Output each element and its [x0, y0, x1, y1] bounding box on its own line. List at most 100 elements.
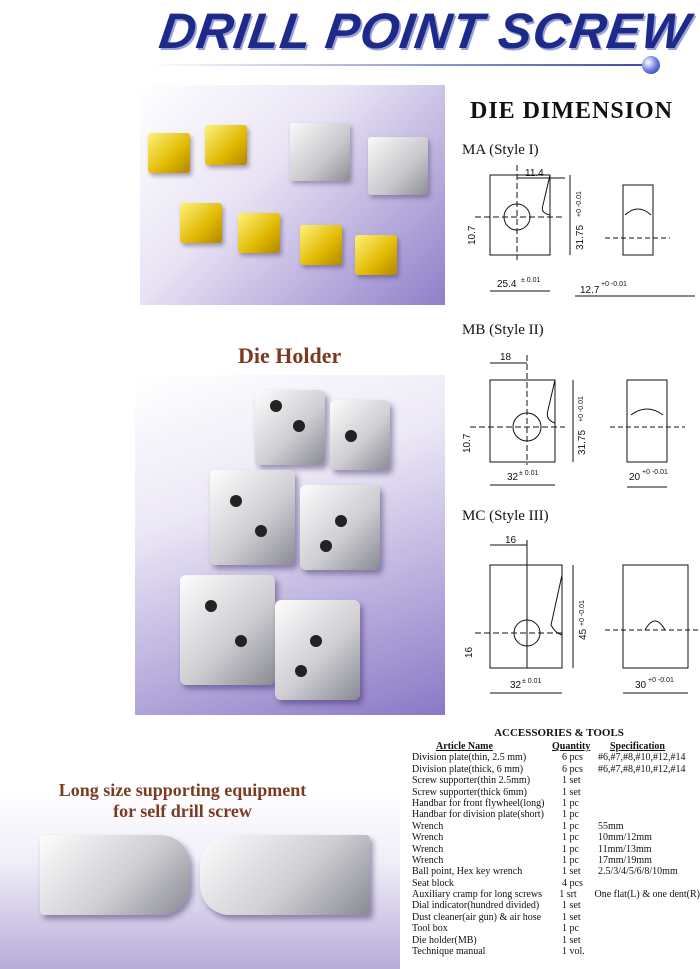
article-name: Division plate(thick, 6 mm) — [412, 763, 524, 775]
table-row: Handbar for division plate(short) 1 pc — [412, 809, 700, 820]
ma-thickness-dim: 12.7 — [580, 285, 600, 296]
article-name: Wrench — [412, 854, 444, 866]
page-title: DRILL POINT SCREW DIES — [156, 3, 700, 59]
mb-height-dim: 31.75 — [577, 430, 588, 455]
article-name: Seat block — [412, 877, 454, 889]
mc-thickness-tol: +0 -0.01 — [648, 677, 674, 684]
table-row: Handbar for front flywheel(long) 1 pc — [412, 798, 700, 809]
ma-side-dim: 10.7 — [467, 225, 478, 245]
mc-height-dim: 45 — [578, 628, 589, 640]
article-name: Dust cleaner(air gun) & air hose — [412, 911, 542, 923]
table-row: Wrench 1 pc 10mm/12mm — [412, 832, 700, 843]
table-row: Seat block 4 pcs — [412, 878, 700, 889]
specification — [598, 787, 700, 798]
article-name: Auxiliary cramp for long screws — [412, 889, 542, 901]
table-row: Screw supporter(thick 6mm) 1 set — [412, 787, 700, 798]
die-holder-heading: Die Holder — [238, 343, 342, 368]
mb-top-dim: 18 — [500, 352, 512, 363]
specification: One flat(L) & one dent(R) — [594, 889, 700, 901]
mb-drawing: 18 31.75 +0 -0.01 10.7 32 ± 0.01 20 +0 -… — [462, 352, 685, 488]
quantity: 1 pc — [562, 923, 579, 935]
ma-width-dim: 25.4 — [497, 279, 517, 290]
mc-height-tol: +0 -0.01 — [579, 600, 586, 626]
quantity: 1 set — [562, 934, 581, 946]
table-row: Technique manual 1 vol. — [412, 946, 700, 957]
title-divider — [150, 64, 650, 66]
mb-width-dim: 32 — [507, 472, 519, 483]
specification — [598, 946, 700, 957]
specification: 17mm/19mm — [598, 854, 652, 866]
article-name: Wrench — [412, 843, 444, 855]
specification — [598, 809, 700, 820]
quantity: 1 set — [562, 866, 581, 878]
article-name: Division plate(thin, 2.5 mm) — [412, 752, 527, 764]
accessories-title: ACCESSORIES & TOOLS — [494, 727, 624, 739]
quantity: 1 pc — [562, 809, 579, 821]
specification: 2.5/3/4/5/6/8/10mm — [598, 866, 678, 878]
article-name: Screw supporter(thick 6mm) — [412, 786, 527, 798]
specification: 11mm/13mm — [598, 843, 652, 855]
table-row: Division plate(thick, 6 mm) 6 pcs #6,#7,#8… — [412, 764, 700, 775]
mb-thickness-tol: +0 -0.01 — [642, 469, 668, 476]
ma-top-dim: 11.4 — [525, 168, 544, 179]
table-row: Die holder(MB)1 set — [412, 935, 700, 946]
quantity: 6 pcs — [562, 752, 583, 764]
quantity: 1 pc — [562, 832, 579, 844]
mb-side-dim: 10.7 — [462, 433, 473, 453]
style-label-mc: MC (Style III) — [462, 508, 549, 524]
long-size-equipment-photo — [0, 790, 400, 969]
header-article: Article Name — [436, 741, 493, 752]
table-row: Wrench 1 pc 17mm/19mm — [412, 855, 700, 866]
die-dimension-heading: DIE DIMENSION — [470, 98, 674, 124]
article-name: Handbar for front flywheel(long) — [412, 797, 545, 809]
quantity: 1 pc — [562, 797, 579, 809]
table-row: Division plate(thin, 2.5 mm)6 pcs#6,#7,#… — [412, 752, 700, 763]
table-header: Article Name Quantity Specification — [412, 741, 700, 752]
decorative-ball — [642, 56, 660, 74]
ma-width-tol: ± 0.01 — [521, 277, 541, 284]
quantity: 1 pc — [562, 820, 579, 832]
article-name: Ball point, Hex key wrench — [412, 866, 523, 878]
mb-width-tol: ± 0.01 — [519, 470, 539, 477]
mc-width-dim: 32 — [510, 680, 522, 691]
quantity: 1 set — [562, 786, 581, 798]
specification — [598, 798, 700, 809]
specification — [598, 912, 700, 923]
specification: 10mm/12mm — [598, 832, 652, 844]
style-label-ma: MA (Style I) — [462, 142, 539, 158]
mb-thickness-dim: 20 — [629, 472, 641, 483]
specification — [598, 775, 700, 786]
quantity: 1 set — [562, 911, 581, 923]
article-name: Technique manual — [412, 946, 486, 958]
table-row: Dial indicator(hundred divided)1 set — [412, 900, 700, 911]
specification — [598, 935, 700, 946]
long-size-line2: for self drill screw — [113, 801, 252, 821]
quantity: 1 set — [562, 775, 581, 787]
dies-photo — [140, 85, 445, 305]
quantity: 1 pc — [562, 854, 579, 866]
table-row: Ball point, Hex key wrench 1 set 2.5/3/4/5… — [412, 866, 700, 877]
die-holder-photo — [135, 375, 445, 715]
quantity: 1 srt — [559, 889, 577, 901]
mc-top-dim: 16 — [505, 535, 517, 546]
accessories-table: ACCESSORIES & TOOLS Article Name Quantit… — [412, 727, 700, 957]
specification — [598, 900, 700, 911]
ma-drawing: 11.4 31.75 +0 -0.01 10.7 25.4 ± 0.01 12.… — [467, 165, 695, 297]
article-name: Wrench — [412, 820, 444, 832]
style-label-mb: MB (Style II) — [462, 322, 544, 338]
article-name: Handbar for division plate(short) — [412, 809, 544, 821]
specification — [598, 878, 700, 889]
quantity: 4 pcs — [562, 877, 583, 889]
quantity: 1 set — [562, 900, 581, 912]
ma-height-tol: +0 -0.01 — [576, 191, 583, 217]
quantity: 6 pcs — [562, 763, 583, 775]
article-name: Wrench — [412, 832, 444, 844]
quantity: 1 vol. — [562, 946, 585, 958]
specification: #6,#7,#8,#10,#12,#14 — [598, 763, 686, 775]
ma-height-dim: 31.75 — [575, 225, 586, 250]
ma-thickness-tol: +0 -0.01 — [601, 281, 627, 288]
quantity: 1 pc — [562, 843, 579, 855]
header-specification: Specification — [610, 741, 665, 752]
